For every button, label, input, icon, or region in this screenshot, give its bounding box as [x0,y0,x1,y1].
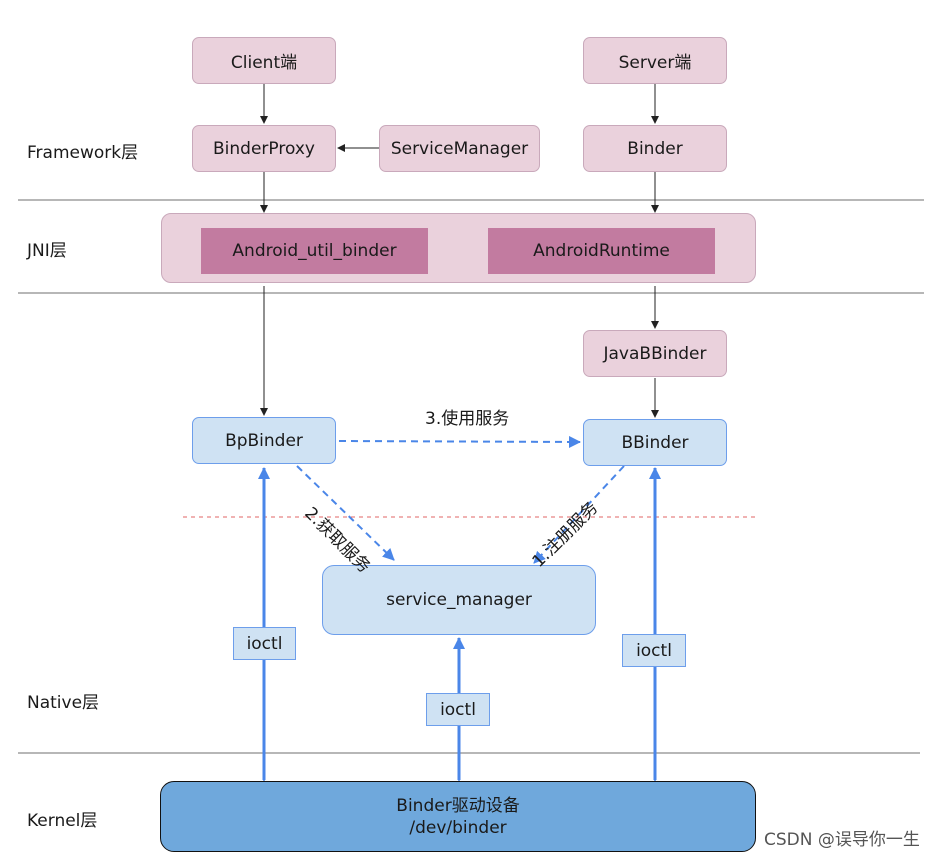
client-node: Client端 [192,37,336,84]
ioctl-label-left: ioctl [233,627,296,660]
server-node: Server端 [583,37,727,84]
ioctl-label-center: ioctl [426,693,490,726]
binder-driver-path: /dev/binder [409,817,507,838]
arrow-get-service [296,465,395,561]
layer-label-kernel: Kernel层 [27,811,98,831]
use-service-label: 3.使用服务 [425,409,510,429]
jni-native-separator [18,292,924,294]
layer-label-native: Native层 [27,693,100,713]
framework-jni-separator [18,199,924,201]
binder-node: Binder [583,125,727,172]
service-manager-native-node: service_manager [322,565,596,635]
bbinder-node: BBinder [583,419,727,466]
binderproxy-node: BinderProxy [192,125,336,172]
javabbinder-node: JavaBBinder [583,330,727,377]
ioctl-label-right: ioctl [622,634,686,667]
csdn-watermark: CSDN @误导你一生 [764,830,920,850]
arrow-register-service [533,465,625,564]
binder-driver-title: Binder驱动设备 [396,795,520,816]
layer-label-jni: JNI层 [27,241,67,261]
android-runtime-node: AndroidRuntime [488,228,715,274]
servicemanager-java-node: ServiceManager [379,125,540,172]
arrow-use-service [338,435,581,448]
bpbinder-node: BpBinder [192,417,336,464]
layer-label-framework: Framework层 [27,143,139,163]
android-util-binder-node: Android_util_binder [201,228,428,274]
binder-driver-node: Binder驱动设备 /dev/binder [160,781,756,852]
native-kernel-separator [18,752,920,754]
